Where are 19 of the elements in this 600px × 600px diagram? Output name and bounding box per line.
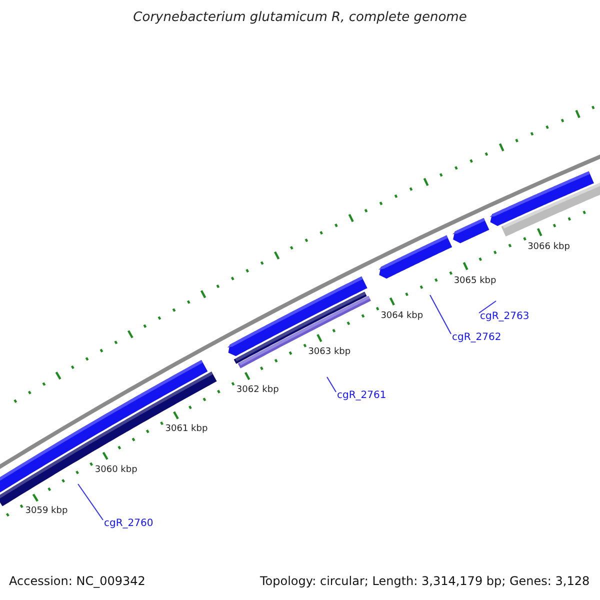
- scale-label: 3060 kbp: [94, 466, 138, 475]
- gene-label: cgR_2762: [452, 333, 502, 343]
- scale-label: 3062 kbp: [236, 386, 279, 396]
- title: Corynebacterium glutamicum R, complete genome: [132, 11, 468, 24]
- gene-label: cgR_2761: [337, 391, 386, 401]
- leader-line: [78, 484, 104, 520]
- scale-label: 3065 kbp: [454, 276, 496, 286]
- leader-line: [326, 376, 336, 392]
- scale-label: 3061 kbp: [165, 425, 208, 434]
- gene-label: cgR_2760: [104, 519, 154, 529]
- leader-line: [478, 300, 496, 314]
- scale-label: 3059 kbp: [25, 507, 68, 516]
- footer-text: Accession: NC_009342: [9, 575, 146, 587]
- scale-label: 3066 kbp: [528, 242, 570, 252]
- scale-label: 3063 kbp: [308, 348, 351, 358]
- gene-label: cgR_2763: [480, 312, 530, 322]
- footer-text: Topology: circular; Length: 3,314,179 bp; Genes: 3,128: [260, 575, 590, 587]
- scale-label: 3064 kbp: [380, 312, 424, 321]
- leader-line: [430, 294, 452, 334]
